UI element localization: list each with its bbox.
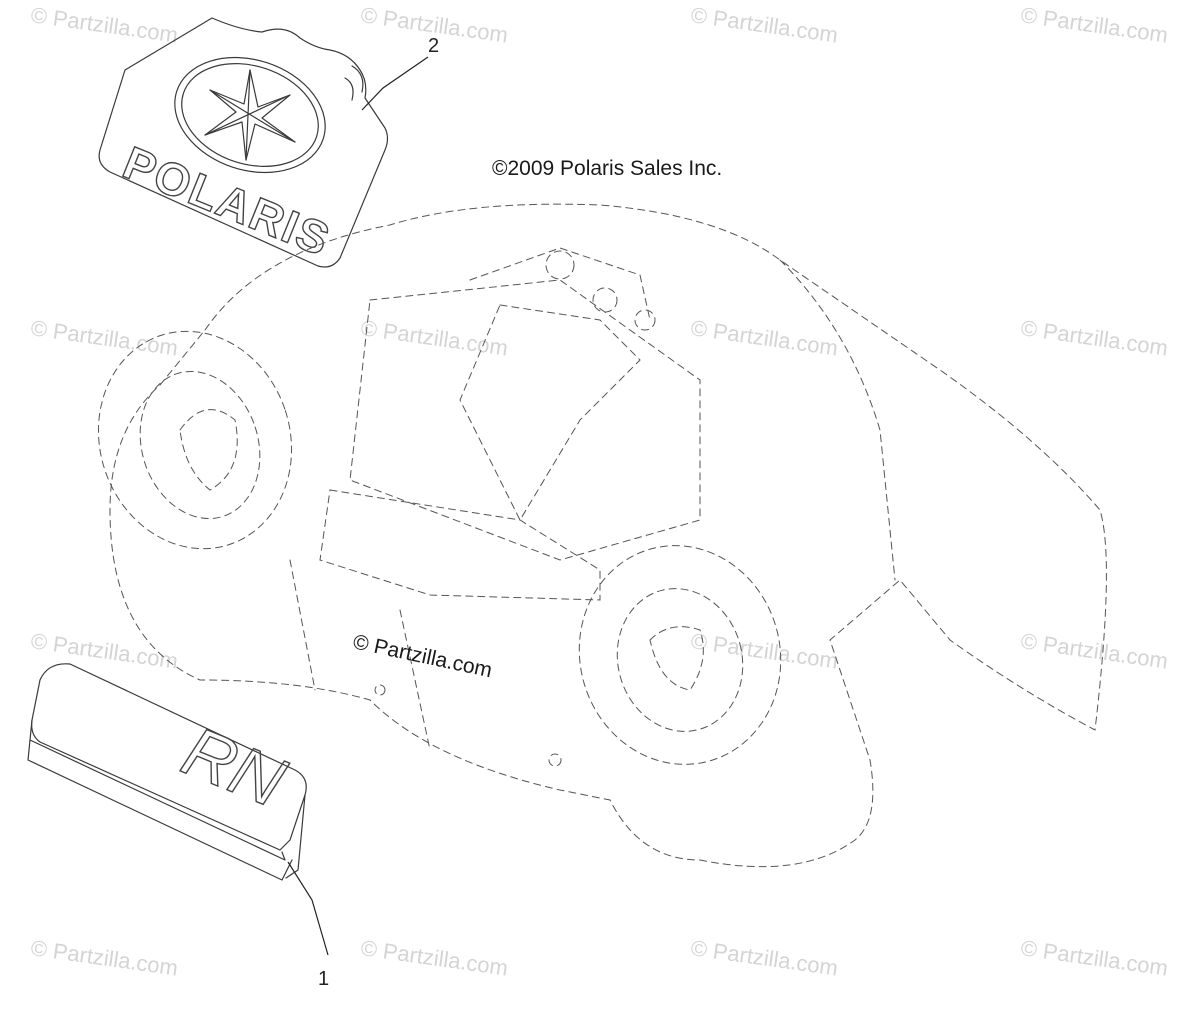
- callout-1: 1: [318, 968, 329, 990]
- watermark: © Partzilla.com: [29, 935, 179, 980]
- leader-line-2: [361, 56, 429, 111]
- copyright-note: ©2009 Polaris Sales Inc.: [492, 157, 722, 180]
- callout-2: 2: [428, 35, 439, 57]
- console-housing[interactable]: [71, 203, 1107, 868]
- decal-polaris[interactable]: POLARIS: [98, 17, 389, 268]
- logo-oval: [174, 56, 326, 174]
- watermark: © Partzilla.com: [1019, 935, 1169, 980]
- decal-2-text: POLARIS: [116, 136, 338, 266]
- watermark: © Partzilla.com: [359, 935, 509, 980]
- watermark: © Partzilla.com: [689, 935, 839, 980]
- watermark: © Partzilla.com: [1019, 315, 1169, 360]
- center-watermark: © Partzilla.com: [351, 630, 494, 682]
- leader-line-1: [287, 861, 329, 956]
- watermark: © Partzilla.com: [359, 315, 509, 360]
- star-icon: [204, 69, 296, 161]
- watermark: © Partzilla.com: [29, 315, 179, 360]
- watermark: © Partzilla.com: [689, 315, 839, 360]
- decal-1-text: RN: [172, 712, 295, 822]
- watermark: © Partzilla.com: [29, 2, 179, 47]
- watermark: © Partzilla.com: [1019, 2, 1169, 47]
- watermark-grid: © Partzilla.com © Partzilla.com © Partzi…: [29, 2, 1169, 980]
- watermark: © Partzilla.com: [689, 2, 839, 47]
- watermark: © Partzilla.com: [1019, 628, 1169, 673]
- watermark: © Partzilla.com: [689, 628, 839, 673]
- decal-rn[interactable]: RN: [27, 663, 307, 881]
